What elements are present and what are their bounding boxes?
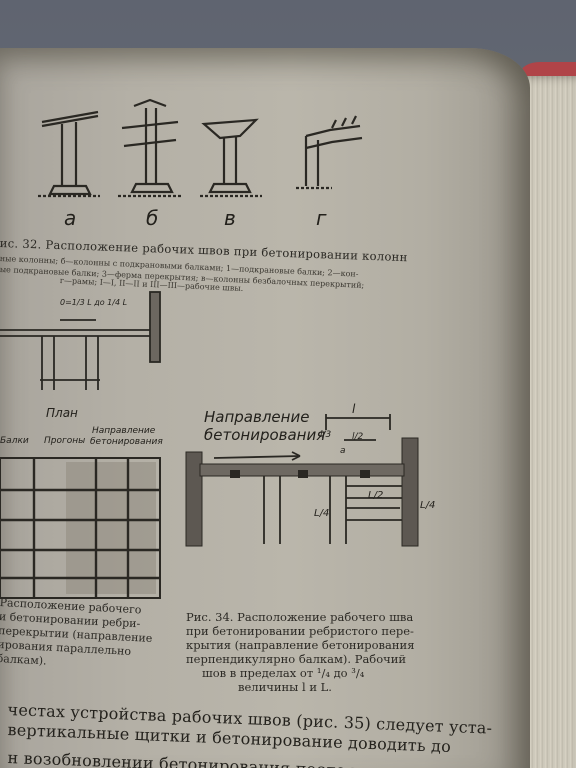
fig34-dim-L2: L/2	[368, 490, 384, 501]
fig34-caption-line: шов в пределах от ¹/₄ до ³/₄	[202, 666, 365, 680]
book-page	[0, 48, 530, 768]
fig33-plan-label: План	[46, 406, 78, 420]
fig34-caption: Рис. 34. Расположение рабочего шва при б…	[186, 610, 414, 694]
figure-34-drawing	[185, 414, 419, 547]
fig33-dimension: 0=1/3 L до 1/4 L	[60, 298, 128, 307]
fig33-caption: Расположение рабочего и бетонировании ре…	[0, 596, 154, 674]
figure-33-plan	[0, 457, 161, 599]
column-v	[200, 118, 262, 198]
fig34-dim-l3: l/3	[320, 430, 332, 440]
fig34-direction-1: Направление	[204, 408, 310, 426]
fig34-dim-L4-right: L/4	[420, 500, 436, 511]
open-book	[0, 14, 576, 768]
frame-g	[296, 115, 363, 190]
fig34-caption-line: величины l и L.	[238, 680, 332, 694]
book-cover-corner	[520, 62, 576, 80]
fig33-direction-label-1: Направление	[92, 426, 156, 436]
column-b	[118, 98, 182, 198]
fig32-label-g: г	[316, 206, 327, 230]
fig34-dim-l: l	[352, 402, 356, 416]
fig33-purlins-label: Прогоны	[44, 436, 86, 446]
fig32-label-a: а	[64, 206, 77, 230]
column-a	[38, 110, 100, 198]
fig34-dim-l2: l/2	[352, 432, 364, 442]
fig33-direction-label-2: бетонирования	[90, 437, 163, 447]
fig34-caption-line: Рис. 34. Расположение рабочего шва	[186, 610, 414, 624]
fig34-caption-line: перпендикулярно балкам). Рабочий	[186, 652, 407, 666]
fig34-direction-2: бетонирования	[204, 426, 326, 444]
figure-33-section	[0, 291, 161, 390]
fig34-caption-line: при бетонировании ребристого пере-	[186, 624, 414, 638]
fig32-label-v: в	[224, 206, 236, 230]
fig33-beams-label: Балки	[0, 436, 29, 446]
fig34-dim-a: a	[340, 446, 346, 456]
fig32-label-b: б	[146, 206, 159, 230]
fig34-caption-line: крытия (направление бетонирования	[186, 638, 415, 652]
fig34-dim-L4-left: L/4	[314, 508, 330, 519]
